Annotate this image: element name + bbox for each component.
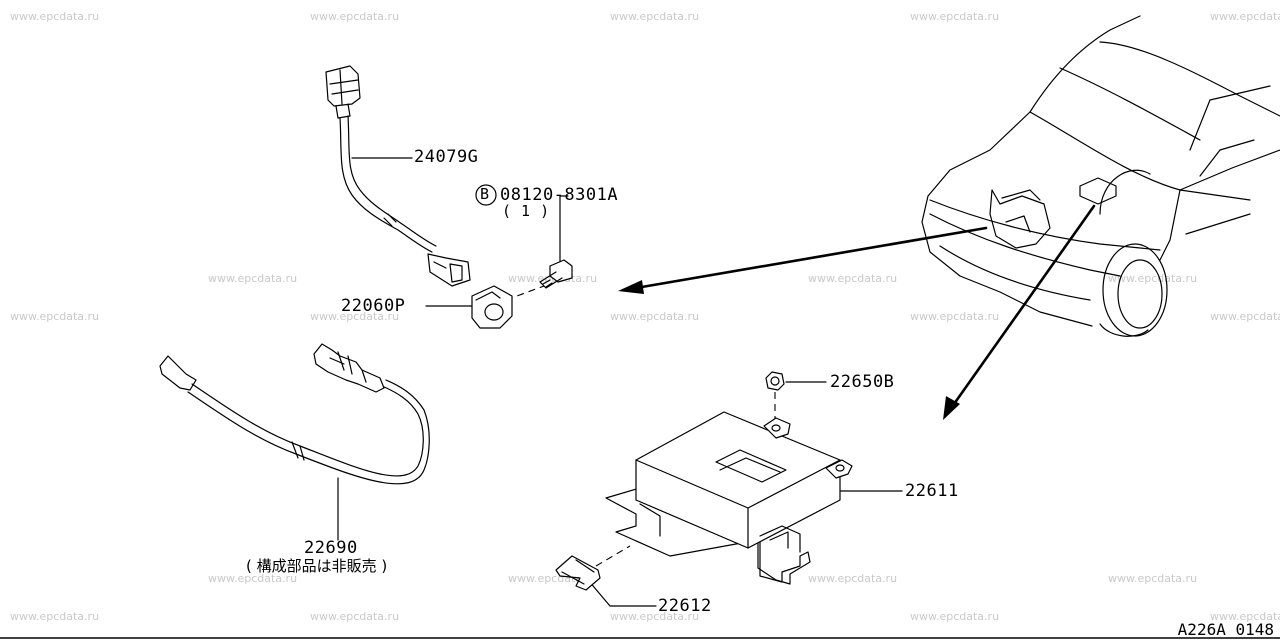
watermark-text: www.epcdata.ru: [910, 610, 1000, 623]
drawing-id: A226A 0148: [1177, 620, 1274, 639]
watermark-text: www.epcdata.ru: [910, 310, 1000, 323]
watermark-text: www.epcdata.ru: [1210, 10, 1280, 23]
arrow-head-down: [943, 396, 960, 420]
knock-sensor: [471, 285, 545, 329]
control-unit: [605, 411, 853, 585]
watermark-text: www.epcdata.ru: [808, 272, 898, 285]
part-label-22650B: 22650B: [830, 372, 895, 392]
part-label-22690: 22690: [304, 538, 358, 558]
bolt-badge-circle: [475, 184, 497, 206]
nut: [765, 371, 785, 428]
part-label-22612: 22612: [658, 596, 712, 616]
bolt-badge-letter: B: [480, 185, 490, 203]
watermark-text: www.epcdata.ru: [310, 310, 400, 323]
bracket: [555, 545, 631, 591]
part-note-not-sold-separately: ( 構成部品は非販売 ): [246, 557, 388, 575]
part-label-24079G: 24079G: [414, 147, 479, 167]
vehicle-outline: [921, 15, 1280, 337]
knock-sensor-harness: [325, 65, 471, 287]
arrow-to-knock-sensor: [634, 226, 988, 290]
arrow-to-control-unit: [952, 204, 1096, 406]
watermark-text: www.epcdata.ru: [310, 10, 400, 23]
watermark-text: www.epcdata.ru: [1210, 610, 1280, 623]
oxygen-sensor: [159, 343, 430, 485]
watermark-text: www.epcdata.ru: [610, 310, 700, 323]
bolt-quantity: ( 1 ): [502, 202, 550, 220]
watermark-text: www.epcdata.ru: [610, 10, 700, 23]
watermark-text: www.epcdata.ru: [10, 610, 100, 623]
watermark-text: www.epcdata.ru: [10, 10, 100, 23]
watermark-text: www.epcdata.ru: [1108, 272, 1198, 285]
watermark-text: www.epcdata.ru: [1210, 310, 1280, 323]
watermark-text: www.epcdata.ru: [910, 10, 1000, 23]
watermark-text: www.epcdata.ru: [808, 572, 898, 585]
watermark-text: www.epcdata.ru: [208, 572, 298, 585]
watermark-text: www.epcdata.ru: [10, 310, 100, 323]
bolt: [475, 184, 573, 289]
leader-22612: [587, 579, 657, 607]
part-label-bolt: 08120-8301A: [500, 185, 619, 205]
part-label-22060P: 22060P: [341, 296, 406, 316]
watermark-text: www.epcdata.ru: [1108, 572, 1198, 585]
watermark-text: www.epcdata.ru: [208, 272, 298, 285]
watermark-text: www.epcdata.ru: [610, 610, 700, 623]
watermark-text: www.epcdata.ru: [310, 610, 400, 623]
arrow-head-left: [618, 280, 644, 294]
part-label-22611: 22611: [905, 481, 959, 501]
